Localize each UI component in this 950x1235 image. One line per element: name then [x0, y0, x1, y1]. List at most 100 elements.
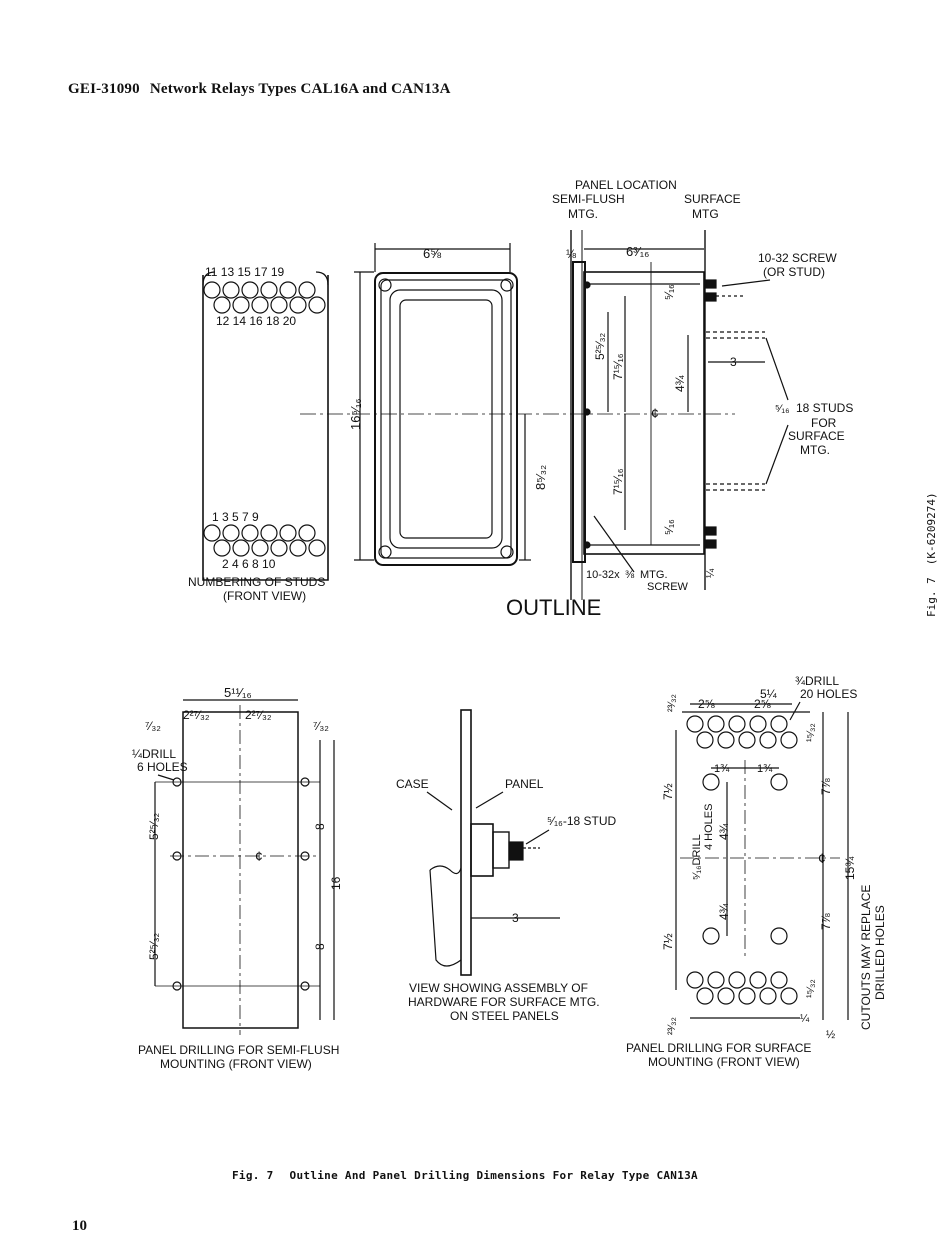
cutouts-note-2: DRILLED HOLES — [873, 905, 887, 1000]
assembly-case-label: CASE — [396, 777, 429, 791]
surface-mounting-holes — [702, 773, 788, 945]
dim-side-5-25-32: 5²⁵⁄₃₂ — [593, 332, 607, 360]
stud-numbers-bottom-odd: 1 3 5 7 9 — [212, 510, 259, 524]
dim-front-height: 16⁵⁄₁₆ — [348, 398, 363, 430]
surface-label: SURFACE — [684, 192, 741, 206]
dim-semi-7-32b: ⁷⁄₃₂ — [313, 719, 329, 733]
surface-drill-note-2: 20 HOLES — [800, 687, 857, 701]
dim-surf-4-3-4a: 4¾ — [717, 822, 731, 840]
figure-caption-number: Fig. 7 — [232, 1169, 274, 1182]
dim-front-half: 8⁵⁄₃₂ — [533, 465, 548, 490]
studs-note-4: MTG. — [800, 443, 830, 457]
surface-centerline-mark: ¢ — [818, 850, 826, 866]
dim-surf-2-5-8a: 2⅝ — [698, 697, 716, 711]
semi-flush-drilling-view: 5¹¹⁄₁₆ 2²⁷⁄₃₂ 2²⁷⁄₃₂ ⁷⁄₃₂ ⁷⁄₃₂ ¼DRILL 6 … — [132, 685, 343, 1071]
dim-surf-1-3-4b: 1¾ — [757, 763, 773, 775]
dim-semi-8a: 8 — [313, 823, 327, 830]
mtg-screw-note-1: 10-32x — [586, 569, 620, 581]
dim-side-3: 3 — [730, 355, 737, 369]
assembly-caption-2: HARDWARE FOR SURFACE MTG. — [408, 995, 600, 1009]
assembly-caption-1: VIEW SHOWING ASSEMBLY OF — [409, 981, 588, 995]
dim-side-5-16a: ⁵⁄₁₆ — [662, 284, 676, 300]
dim-surf-23-32a: ²³⁄₃₂ — [666, 694, 678, 712]
dim-surf-15-32a: ¹⁵⁄₃₂ — [805, 723, 817, 742]
dim-surf-7-1-2b: 7½ — [661, 933, 675, 950]
dim-surf-7-7-8b: 7⅞ — [819, 912, 833, 930]
studs-note-2: FOR — [811, 416, 837, 430]
stud-circles-top-odd — [203, 281, 316, 299]
assembly-dim-3: 3 — [512, 911, 519, 925]
surface-holes-top — [686, 715, 798, 749]
stud-circles-top-even — [213, 296, 326, 314]
dim-semi-5-25-32a: 5²⁵⁄₃₂ — [147, 812, 161, 840]
dim-surf-15-32b: ¹⁵⁄₃₂ — [805, 979, 817, 998]
studs-fraction: ⁵⁄₁₆ — [775, 403, 790, 415]
dim-side-7-15-16a: 7¹⁵⁄₁₆ — [611, 353, 625, 380]
dim-semi-2-27-32a: 2²⁷⁄₃₂ — [183, 708, 210, 722]
cutouts-note-1: CUTOUTS MAY REPLACE — [859, 885, 873, 1030]
screw-note-1: 10-32 SCREW — [758, 251, 837, 265]
dim-semi-8b: 8 — [313, 943, 327, 950]
dim-side-1-4: ¼ — [705, 568, 717, 578]
front-outline-view: 6⅝ 16⁵⁄₁₆ 8⁵⁄₃₂ — [300, 243, 735, 566]
side-figure-label: Fig. 7 (K-6209274) — [925, 492, 938, 617]
studs-note-3: SURFACE — [788, 429, 845, 443]
semi-centerline-mark: ¢ — [255, 848, 263, 864]
surface-drill-holes-2: 4 HOLES — [703, 804, 715, 850]
stud-circles-bottom-odd — [203, 524, 316, 542]
numbering-caption-2: (FRONT VIEW) — [223, 589, 306, 603]
mtg-screw-fraction: ⅜ — [625, 569, 635, 581]
screw-note-2: (OR STUD) — [763, 265, 825, 279]
dim-side-5-16b: ⁵⁄₁₆ — [662, 519, 676, 535]
dim-surf-1-3-4a: 1¾ — [714, 763, 730, 775]
assembly-stud-label: ⁵⁄₁₆-18 STUD — [547, 814, 617, 828]
semi-drill-note-1: ¼DRILL — [132, 747, 176, 761]
studs-note-1: 18 STUDS — [796, 401, 853, 415]
surface-drill-holes-1: ⁵⁄₁₆DRILL — [691, 834, 703, 880]
numbering-caption-1: NUMBERING OF STUDS — [188, 575, 325, 589]
surface-drill-note-1: ¾DRILL — [795, 674, 839, 688]
dim-side-depth: 6³⁄₁₆ — [626, 244, 649, 259]
mtg-screw-note-3: SCREW — [647, 581, 689, 593]
side-figure-number: Fig. 7 — [925, 577, 938, 617]
stud-numbers-bottom-even: 2 4 6 8 10 — [222, 557, 276, 571]
semi-caption-1: PANEL DRILLING FOR SEMI-FLUSH — [138, 1043, 339, 1057]
surface-holes-bottom — [686, 971, 798, 1005]
semi-flush-label: SEMI-FLUSH — [552, 192, 625, 206]
centerline-mark: ¢ — [651, 405, 659, 421]
mtg-screw-note-2: MTG. — [640, 569, 668, 581]
surface-caption-1: PANEL DRILLING FOR SURFACE — [626, 1041, 811, 1055]
dim-surf-4-3-4b: 4¾ — [717, 902, 731, 920]
assembly-view: CASE PANEL ⁵⁄₁₆-18 STUD 3 VIEW SHOWING A… — [396, 709, 617, 1023]
dim-front-width: 6⅝ — [423, 246, 441, 261]
stud-numbers-top-even: 12 14 16 18 20 — [216, 314, 296, 328]
dim-surf-7-1-2a: 7½ — [661, 783, 675, 800]
dim-side-7-15-16b: 7¹⁵⁄₁₆ — [611, 468, 625, 495]
dim-side-flange: ⅛ — [566, 247, 577, 261]
dim-surf-5-1-4: 5¼ — [760, 687, 778, 701]
side-figure-ref: (K-6209274) — [925, 492, 938, 566]
dim-surf-7-7-8a: 7⅞ — [819, 777, 833, 795]
dim-semi-5-25-32b: 5²⁵⁄₃₂ — [147, 932, 161, 960]
dim-surf-15-3-4: 15¾ — [843, 856, 857, 880]
dim-surf-1-2: ½ — [826, 1029, 835, 1041]
stud-circles-bottom-even — [213, 539, 326, 557]
doc-number: GEI-31090 — [68, 81, 140, 97]
semi-drill-note-2: 6 HOLES — [137, 760, 188, 774]
panel-location-label: PANEL LOCATION — [575, 178, 677, 192]
dim-semi-2-27-32b: 2²⁷⁄₃₂ — [245, 708, 272, 722]
surface-caption-2: MOUNTING (FRONT VIEW) — [648, 1055, 800, 1069]
dim-semi-7-32a: ⁷⁄₃₂ — [145, 719, 161, 733]
semi-flush-holes — [172, 777, 310, 991]
outline-title: OUTLINE — [506, 595, 601, 620]
dim-side-4-3-4: 4¾ — [673, 374, 687, 392]
semi-caption-2: MOUNTING (FRONT VIEW) — [160, 1057, 312, 1071]
dim-semi-5-11-16: 5¹¹⁄₁₆ — [224, 685, 252, 700]
surface-drilling-view: ¢ 7½ 7½ 4¾ 4¾ 7⅞ 7⅞ 15¾ ¹⁵⁄₃₂ ¹⁵⁄₃₂ ²³⁄₃… — [626, 674, 887, 1069]
semi-flush-mtg-label: MTG. — [568, 207, 598, 221]
dim-surf-23-32b: ²³⁄₃₂ — [666, 1017, 678, 1035]
dim-semi-16: 16 — [329, 876, 343, 890]
